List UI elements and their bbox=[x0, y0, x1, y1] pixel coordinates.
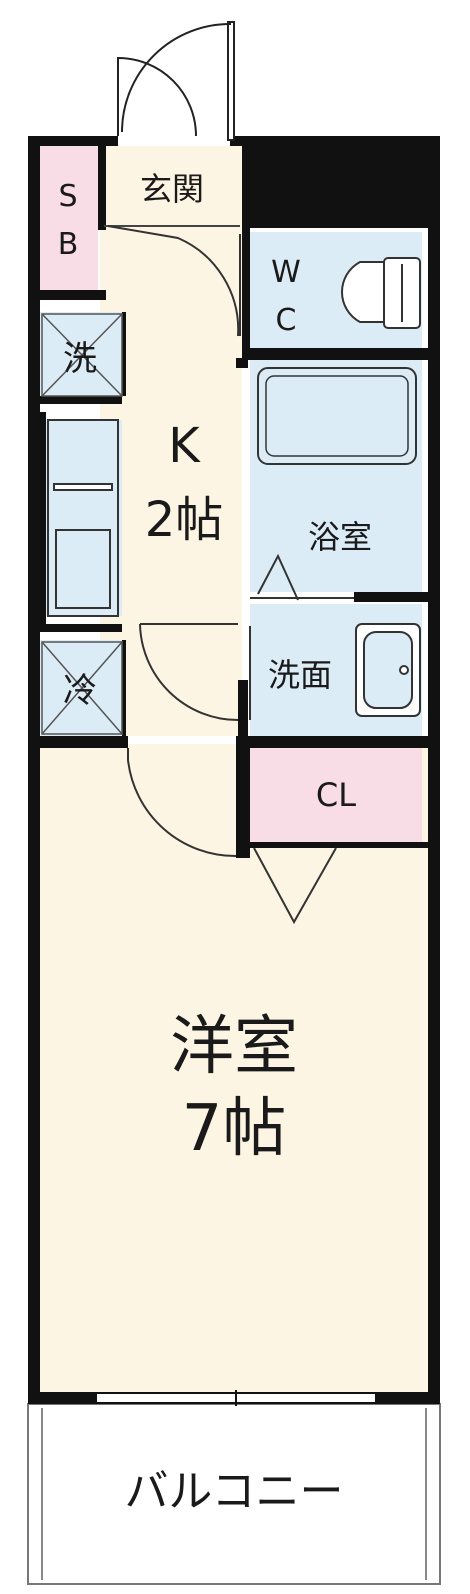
fridge-label: 冷 bbox=[63, 671, 97, 711]
fridge-box bbox=[41, 641, 123, 735]
wc-label-line1: W bbox=[271, 255, 301, 290]
bathtub-inner bbox=[265, 375, 409, 457]
bath-door-symbol bbox=[257, 553, 299, 601]
entrance-floor bbox=[104, 146, 240, 228]
kitchen-size: 2帖 bbox=[145, 492, 224, 548]
room-door-swing bbox=[127, 748, 237, 858]
shoebox-area bbox=[40, 146, 98, 290]
closet-area bbox=[250, 748, 422, 842]
washbasin-label: 洗面 bbox=[268, 656, 332, 694]
kitchen-label: K bbox=[168, 418, 201, 474]
closet-door-symbol bbox=[253, 847, 337, 925]
entrance-label: 玄関 bbox=[140, 170, 204, 208]
kitchen-counter bbox=[47, 419, 119, 617]
shoebox-label-line1: S bbox=[58, 179, 77, 214]
balcony-area bbox=[27, 1403, 441, 1585]
shoebox-label-line2: B bbox=[58, 227, 79, 262]
closet-label: CL bbox=[316, 776, 356, 814]
kitchen-door-swing bbox=[107, 225, 240, 337]
washroom-door-swing bbox=[139, 623, 239, 721]
toilet-fixture bbox=[341, 257, 421, 329]
wc-label-line2: C bbox=[276, 303, 297, 338]
balcony-label: バルコニー bbox=[124, 1466, 343, 1517]
front-door-arc bbox=[121, 22, 232, 133]
western-room-size: 7帖 bbox=[182, 1092, 287, 1166]
bathtub bbox=[257, 367, 417, 465]
washer-box bbox=[41, 313, 123, 397]
washer-label: 洗 bbox=[63, 339, 97, 379]
washbasin-fixture bbox=[355, 623, 421, 717]
bath-label: 浴室 bbox=[308, 518, 372, 556]
kitchen-floor bbox=[100, 146, 242, 736]
western-room-label: 洋室 bbox=[170, 1010, 298, 1084]
front-door-leaf bbox=[227, 21, 235, 141]
front-door-swing bbox=[117, 56, 197, 137]
western-room-floor bbox=[40, 744, 428, 1394]
